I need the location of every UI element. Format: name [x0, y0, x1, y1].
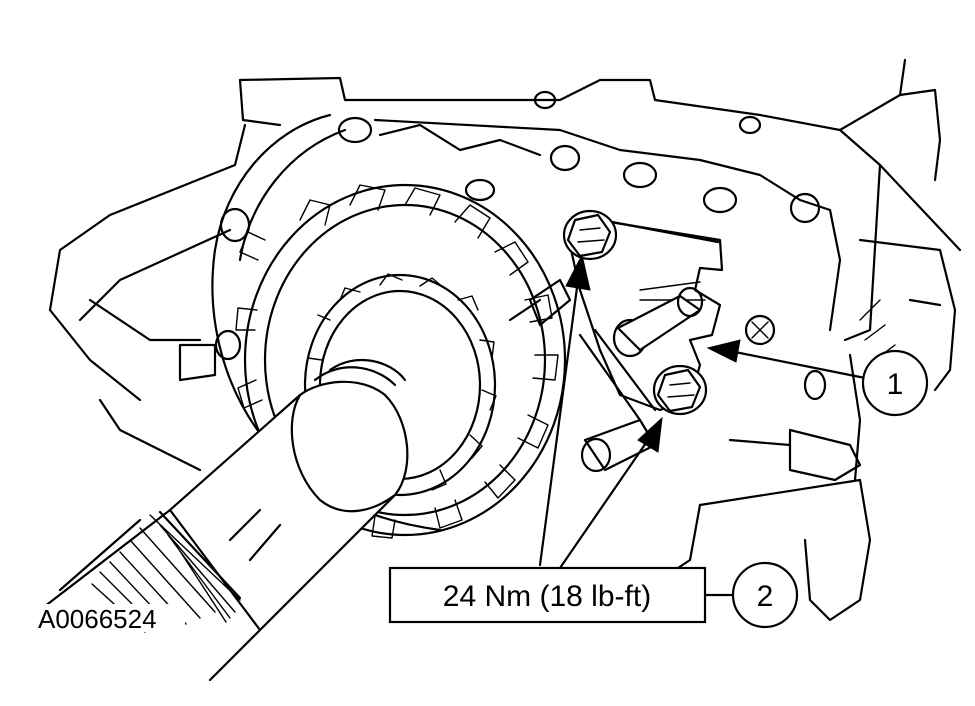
leader-line-torque-lower: [558, 416, 663, 570]
callout-1-label: 1: [887, 368, 904, 401]
callout-1: 1: [861, 349, 929, 417]
leader-line-callout-1: [706, 339, 867, 380]
shift-bracket: [508, 213, 724, 473]
bolt-lower: [652, 364, 708, 416]
torque-value: 24 Nm (18 lb-ft): [443, 580, 651, 613]
reference-id: A0066524: [38, 604, 157, 634]
callout-2: 2: [731, 561, 799, 629]
callout-2-label: 2: [757, 580, 774, 613]
reference-id-background: [35, 604, 185, 632]
leader-line-torque-upper: [538, 253, 591, 567]
case-housing: [48, 58, 962, 622]
torque-callout: 24 Nm (18 lb-ft): [388, 566, 707, 624]
bolt-upper: [562, 209, 618, 261]
output-shaft: [38, 358, 409, 682]
